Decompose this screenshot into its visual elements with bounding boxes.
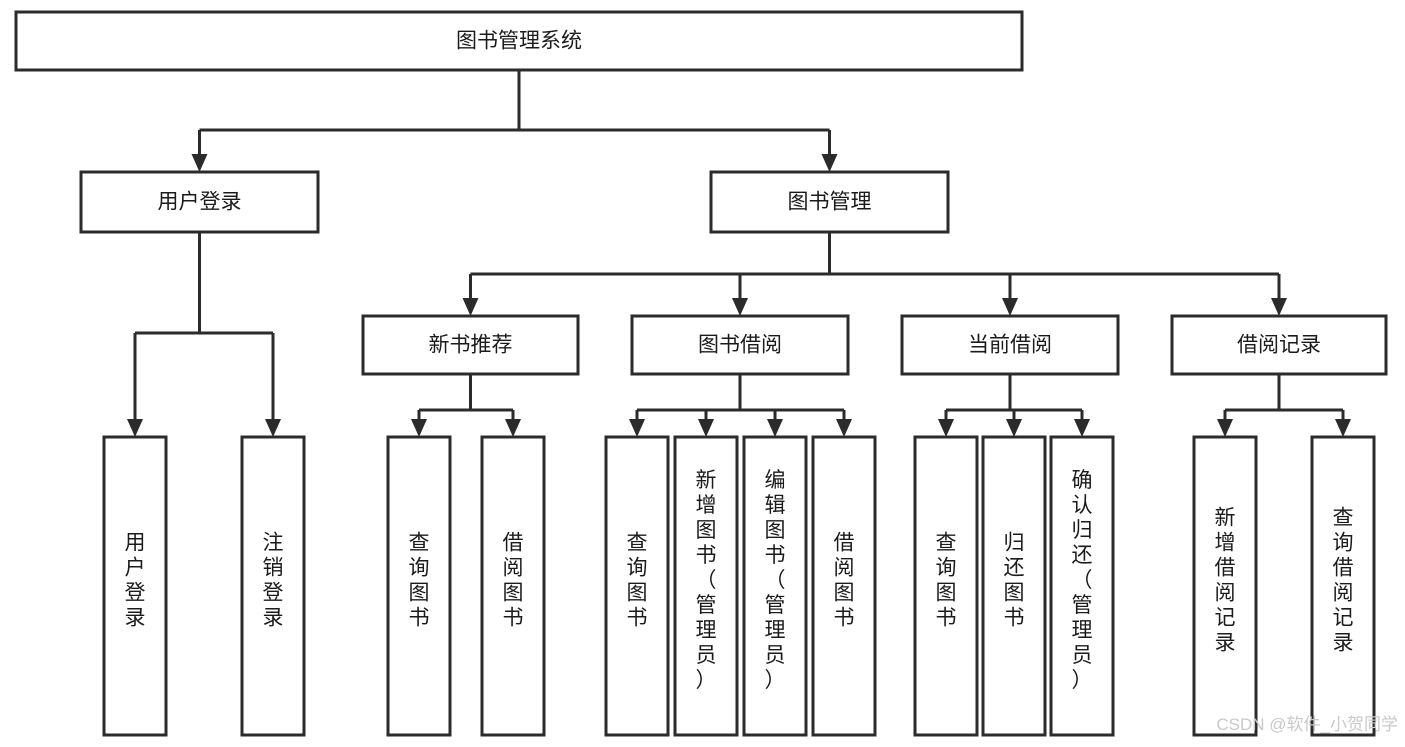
node-current-borrow[interactable]: 当前借阅 (900, 314, 1120, 376)
node-leaf-user-login[interactable]: 用户登录 (102, 435, 168, 737)
node-leaf-logout-login-box[interactable] (240, 435, 306, 737)
node-leaf-borrow-book-1[interactable]: 借阅图书 (480, 435, 546, 737)
node-leaf-borrow-book-2[interactable]: 借阅图书 (811, 435, 877, 737)
arrow-down-icon (821, 154, 838, 172)
arrow-down-icon (1335, 419, 1351, 437)
arrow-down-icon (629, 419, 645, 437)
node-user-login[interactable]: 用户登录 (79, 170, 320, 234)
node-leaf-logout-login-label: 注销登录 (263, 532, 284, 630)
node-leaf-query-book-3[interactable]: 查询图书 (913, 435, 979, 737)
node-leaf-query-book-2-label: 查询图书 (627, 532, 648, 630)
node-leaf-user-login-label: 用户登录 (125, 532, 146, 630)
node-leaf-add-borrow-record-box[interactable] (1192, 435, 1258, 737)
node-leaf-query-book-3-box[interactable] (913, 435, 979, 737)
arrow-down-icon (411, 419, 427, 437)
node-leaf-return-book-box[interactable] (981, 435, 1047, 737)
node-leaf-query-book-1-label: 查询图书 (409, 532, 430, 630)
node-book-management[interactable]: 图书管理 (709, 170, 950, 234)
node-root-system[interactable]: 图书管理系统 (14, 10, 1024, 72)
node-leaf-return-book[interactable]: 归还图书 (981, 435, 1047, 737)
node-new-book-recommend[interactable]: 新书推荐 (361, 314, 580, 376)
arrow-down-icon (938, 419, 954, 437)
node-leaf-logout-login[interactable]: 注销登录 (240, 435, 306, 737)
node-leaf-borrow-book-1-box[interactable] (480, 435, 546, 737)
arrow-down-icon (1006, 419, 1022, 437)
arrow-down-icon (1074, 419, 1090, 437)
node-leaf-query-book-2-box[interactable] (604, 435, 670, 737)
arrow-down-icon (767, 419, 783, 437)
node-leaf-add-book-admin[interactable]: 新增图书（管理员） (673, 435, 739, 737)
node-leaf-add-book-admin-label: 新增图书（管理员） (696, 469, 717, 692)
node-new-book-recommend-box[interactable] (361, 314, 580, 376)
arrow-down-icon (836, 419, 852, 437)
node-leaf-confirm-return-admin-label: 确认归还（管理员） (1072, 469, 1093, 692)
boxes-layer: 图书管理系统用户登录图书管理新书推荐图书借阅当前借阅借阅记录用户登录注销登录查询… (14, 10, 1388, 737)
node-leaf-borrow-book-2-box[interactable] (811, 435, 877, 737)
arrow-down-icon (505, 419, 521, 437)
node-root-system-label: 图书管理系统 (456, 30, 582, 53)
arrow-down-icon (265, 419, 281, 437)
node-current-borrow-box[interactable] (900, 314, 1120, 376)
arrow-down-icon (1217, 419, 1233, 437)
node-leaf-confirm-return-admin-box[interactable] (1049, 435, 1115, 737)
node-leaf-edit-book-admin-box[interactable] (742, 435, 808, 737)
node-leaf-borrow-book-2-label: 借阅图书 (834, 532, 855, 630)
node-user-login-box[interactable] (79, 170, 320, 234)
watermark-label: CSDN @软件_小贺同学 (1216, 715, 1398, 734)
arrow-down-icon (732, 298, 748, 316)
arrow-down-icon (462, 298, 479, 316)
node-leaf-edit-book-admin-label: 编辑图书（管理员） (765, 469, 786, 692)
node-book-management-box[interactable] (709, 170, 950, 234)
node-user-login-label: 用户登录 (158, 191, 242, 214)
node-book-borrow[interactable]: 图书借阅 (630, 314, 850, 376)
node-book-management-label: 图书管理 (788, 191, 872, 214)
node-leaf-query-book-3-label: 查询图书 (936, 532, 957, 630)
node-leaf-user-login-box[interactable] (102, 435, 168, 737)
arrow-down-icon (191, 154, 208, 172)
node-leaf-query-borrow-record-box[interactable] (1310, 435, 1376, 737)
connectors-layer (127, 70, 1351, 437)
node-leaf-query-book-1[interactable]: 查询图书 (386, 435, 452, 737)
node-leaf-query-borrow-record[interactable]: 查询借阅记录 (1310, 435, 1376, 737)
node-borrow-record[interactable]: 借阅记录 (1170, 314, 1388, 376)
node-book-borrow-box[interactable] (630, 314, 850, 376)
node-leaf-borrow-book-1-label: 借阅图书 (503, 532, 524, 630)
node-leaf-confirm-return-admin[interactable]: 确认归还（管理员） (1049, 435, 1115, 737)
node-leaf-return-book-label: 归还图书 (1004, 532, 1025, 630)
node-leaf-query-book-1-box[interactable] (386, 435, 452, 737)
node-book-borrow-label: 图书借阅 (698, 334, 782, 357)
arrow-down-icon (698, 419, 714, 437)
node-new-book-recommend-label: 新书推荐 (429, 334, 513, 357)
node-leaf-add-book-admin-box[interactable] (673, 435, 739, 737)
node-leaf-query-borrow-record-label: 查询借阅记录 (1333, 507, 1354, 655)
node-leaf-add-borrow-record[interactable]: 新增借阅记录 (1192, 435, 1258, 737)
node-root-system-box[interactable] (14, 10, 1024, 72)
node-leaf-add-borrow-record-label: 新增借阅记录 (1215, 507, 1236, 655)
arrow-down-icon (1002, 298, 1018, 316)
node-borrow-record-box[interactable] (1170, 314, 1388, 376)
arrow-down-icon (127, 419, 143, 437)
node-borrow-record-label: 借阅记录 (1237, 334, 1321, 357)
node-leaf-edit-book-admin[interactable]: 编辑图书（管理员） (742, 435, 808, 737)
arrow-down-icon (1271, 298, 1287, 316)
node-current-borrow-label: 当前借阅 (968, 334, 1052, 357)
node-leaf-query-book-2[interactable]: 查询图书 (604, 435, 670, 737)
